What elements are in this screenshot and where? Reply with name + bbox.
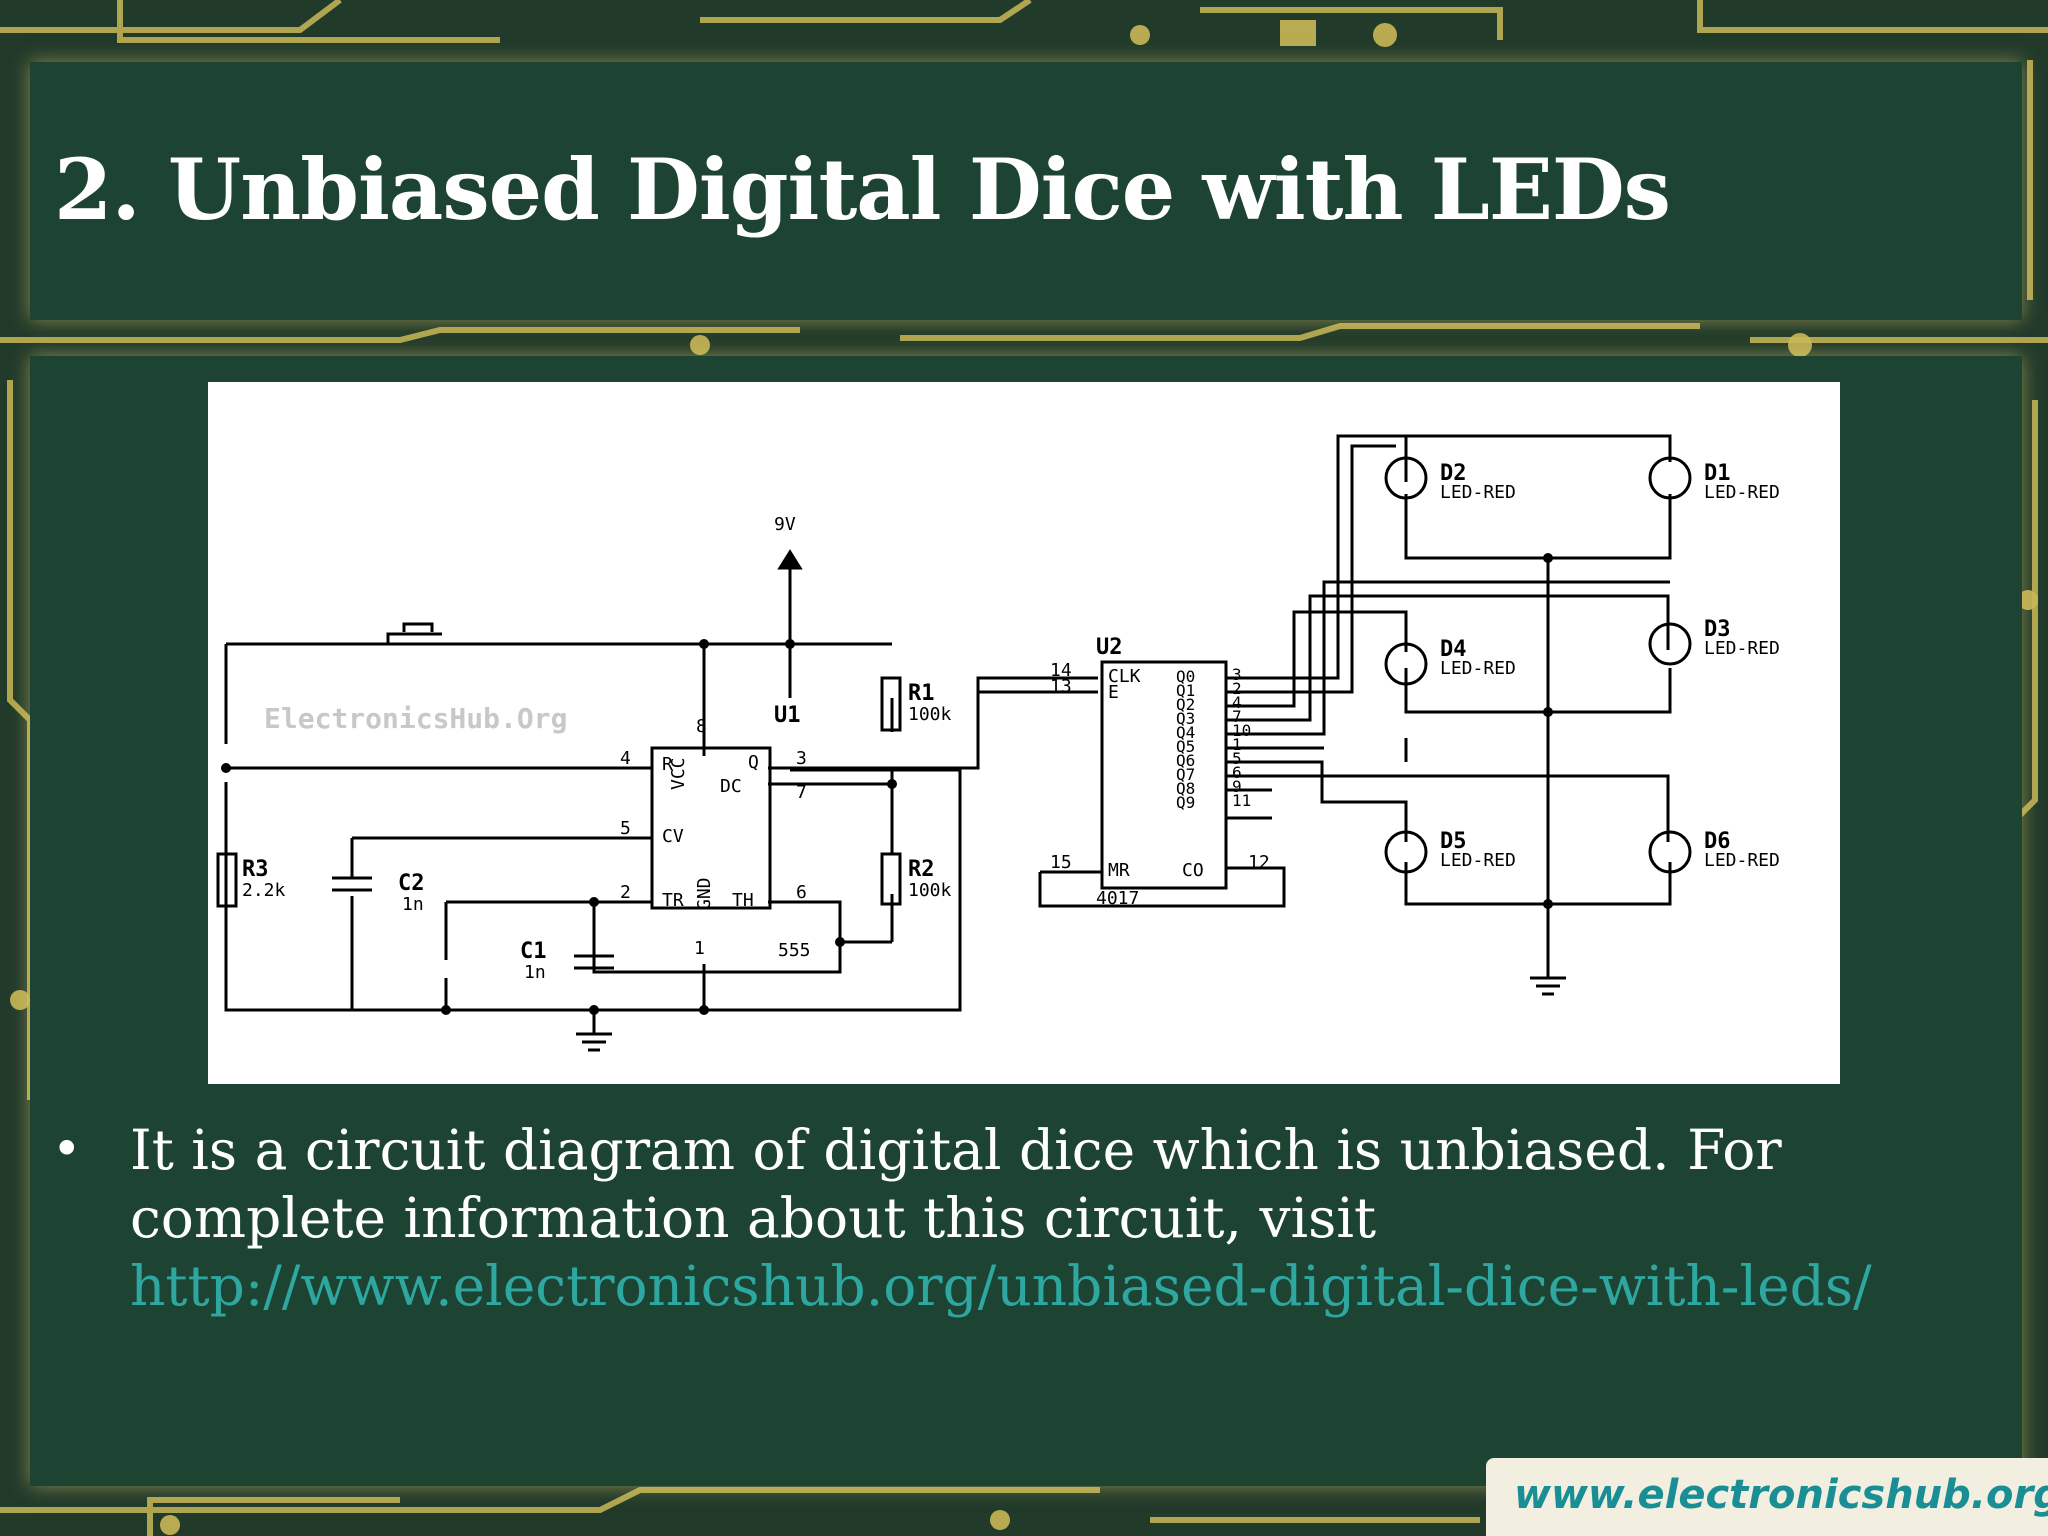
u1-pin8: 8 (696, 716, 707, 737)
u2-output-pin: 11 (1232, 791, 1251, 810)
led-d2-name: D2 (1440, 461, 1467, 486)
u2-output-q9: Q9 (1176, 793, 1195, 812)
u1-pin-dc: DC (720, 776, 742, 797)
watermark: ElectronicsHub.Org (264, 702, 567, 735)
u2-pin-e: E (1108, 682, 1119, 703)
wires (216, 434, 1692, 1052)
footer-url[interactable]: www.electronicshub.org (1514, 1472, 2048, 1518)
led-d4-name: D4 (1440, 637, 1467, 662)
schematic-labels: ElectronicsHub.Org 9V U1 555 R Q DC CV T… (242, 461, 1780, 983)
led-d5-type: LED-RED (1440, 850, 1516, 871)
u2-output-q2: Q2 (1176, 695, 1195, 714)
led-symbols (1384, 456, 1692, 874)
u2-pin-mr: MR (1108, 860, 1130, 881)
r2-label: R2 (908, 857, 935, 882)
r1-label: R1 (908, 681, 935, 706)
u2-output-pin: 4 (1232, 693, 1242, 712)
u2-pin13: 13 (1050, 676, 1072, 697)
content-panel: ElectronicsHub.Org 9V U1 555 R Q DC CV T… (30, 356, 2022, 1486)
led-d3-type: LED-RED (1704, 638, 1780, 659)
bullet-text: It is a circuit diagram of digital dice … (130, 1118, 1782, 1250)
u2-output-pin: 1 (1232, 735, 1242, 754)
u1-pin3: 3 (796, 748, 807, 769)
u2-output-pin: 5 (1232, 749, 1242, 768)
u1-pin-gnd: GND (694, 877, 715, 910)
schematic-svg: ElectronicsHub.Org 9V U1 555 R Q DC CV T… (216, 434, 1780, 1052)
u2-output-pin: 2 (1232, 679, 1242, 698)
u1-pin7: 7 (796, 782, 807, 803)
u2-output-pin: 3 (1232, 665, 1242, 684)
u1-pin6: 6 (796, 882, 807, 903)
bullet-icon: • (52, 1120, 82, 1178)
led-d2-type: LED-RED (1440, 482, 1516, 503)
u2-output-pin: 9 (1232, 777, 1242, 796)
title-panel: 2. Unbiased Digital Dice with LEDs (30, 62, 2022, 320)
junctions (221, 553, 1553, 1015)
u1-part: 555 (778, 940, 811, 961)
led-d1-type: LED-RED (1704, 482, 1780, 503)
u2-output-q3: Q3 (1176, 709, 1195, 728)
led-d3-name: D3 (1704, 617, 1731, 642)
u2-output-pin: 10 (1232, 721, 1251, 740)
bullet-paragraph: It is a circuit diagram of digital dice … (130, 1116, 2010, 1320)
footer-badge: www.electronicshub.org (1486, 1458, 2048, 1536)
u2-pin15: 15 (1050, 852, 1072, 873)
u1-pin-tr: TR (662, 890, 684, 911)
article-link[interactable]: http://www.electronicshub.org/unbiased-d… (130, 1254, 1872, 1318)
r3-label: R3 (242, 857, 269, 882)
led-d6-name: D6 (1704, 829, 1731, 854)
u1-pin4: 4 (620, 748, 631, 769)
slide-title: 2. Unbiased Digital Dice with LEDs (54, 140, 1671, 239)
u2-output-q1: Q1 (1176, 681, 1195, 700)
u1-pin5: 5 (620, 818, 631, 839)
led-d6-type: LED-RED (1704, 850, 1780, 871)
u1-pin-th: TH (732, 890, 754, 911)
r2-value: 100k (908, 880, 952, 901)
u2-pin14: 14 (1050, 660, 1072, 681)
c1-label: C1 (520, 939, 547, 964)
led-d5-name: D5 (1440, 829, 1467, 854)
u2-output-q8: Q8 (1176, 779, 1195, 798)
u2-label: U2 (1096, 635, 1123, 660)
u1-pin-vcc: VCC (668, 757, 689, 790)
u2-output-q6: Q6 (1176, 751, 1195, 770)
r1-value: 100k (908, 704, 952, 725)
u1-pin2: 2 (620, 882, 631, 903)
u2-pin-clk: CLK (1108, 666, 1141, 687)
u2-output-q0: Q0 (1176, 667, 1195, 686)
u2-output-q7: Q7 (1176, 765, 1195, 784)
u2-output-pin: 6 (1232, 763, 1242, 782)
u2-part: 4017 (1096, 888, 1139, 909)
r3-value: 2.2k (242, 880, 286, 901)
led-d4-type: LED-RED (1440, 658, 1516, 679)
u2-pin-co: CO (1182, 860, 1204, 881)
c1-value: 1n (524, 962, 546, 983)
u2-pin12: 12 (1248, 852, 1270, 873)
u2-output-pin: 7 (1232, 707, 1242, 726)
u1-pin-cv: CV (662, 826, 684, 847)
u1-label: U1 (774, 703, 801, 728)
c2-value: 1n (402, 894, 424, 915)
u1-pin-q: Q (748, 752, 759, 773)
supply-label: 9V (774, 514, 796, 535)
c2-label: C2 (398, 871, 425, 896)
u1-pin-r: R (662, 754, 673, 775)
led-d1-name: D1 (1704, 461, 1731, 486)
circuit-diagram: ElectronicsHub.Org 9V U1 555 R Q DC CV T… (208, 382, 1840, 1084)
u2-output-q4: Q4 (1176, 723, 1195, 742)
u1-pin1: 1 (694, 938, 705, 959)
u2-output-q5: Q5 (1176, 737, 1195, 756)
